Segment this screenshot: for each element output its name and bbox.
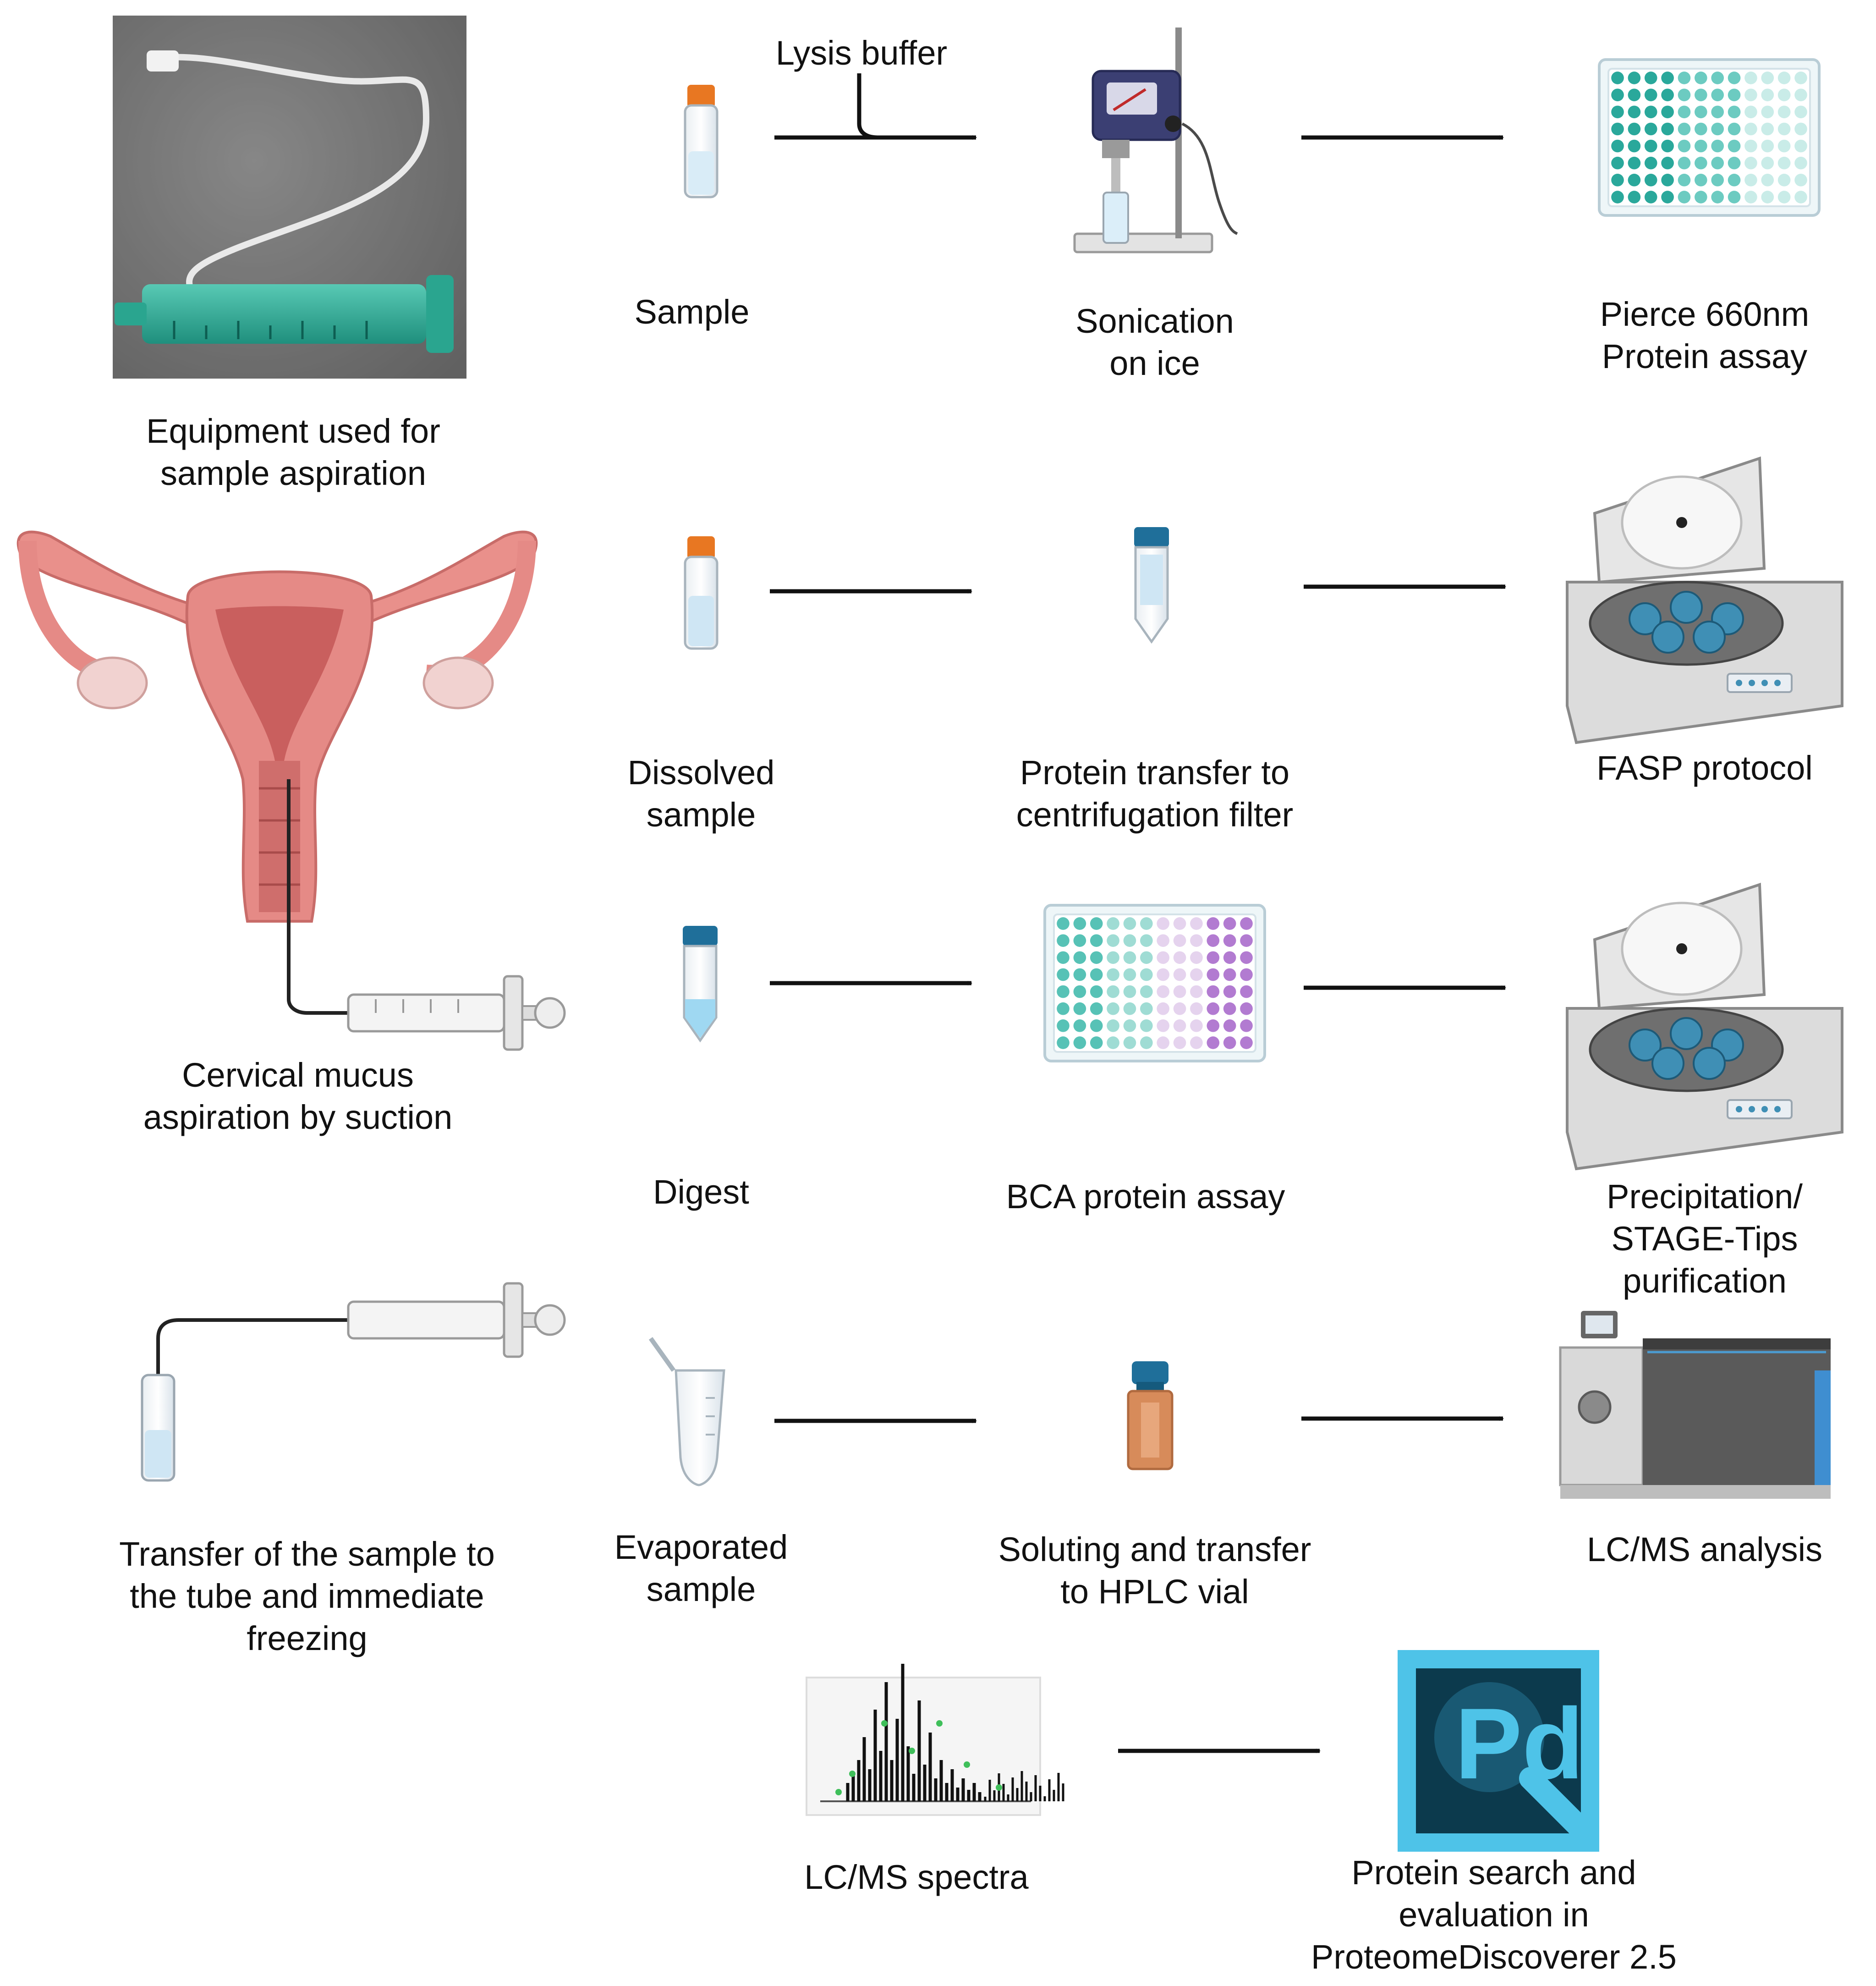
label-lcms-analysis: LC/MS analysis	[1586, 1530, 1823, 1568]
label-evaporated: Evaporated sample	[614, 1528, 788, 1608]
label-dissolved: Dissolved sample	[627, 754, 775, 834]
transfer-illustration	[141, 1282, 566, 1482]
sample-tube-icon	[684, 85, 719, 198]
label-protein-search: Protein search and evaluation in Proteom…	[1311, 1854, 1677, 1976]
label-fasp: FASP protocol	[1596, 749, 1813, 787]
pierce-plate-icon	[1598, 58, 1821, 217]
lcms-instrument-icon	[1559, 1311, 1831, 1499]
hplc-vial-icon	[1127, 1361, 1174, 1470]
label-lysis-buffer: Lysis buffer	[775, 34, 948, 72]
centrifuge-icon-2	[1566, 882, 1843, 1171]
centrifugation-filter-tube-icon	[1134, 527, 1169, 644]
evaporated-sample-tube-icon	[648, 1337, 725, 1486]
label-pierce: Pierce 660nm Protein assay	[1600, 295, 1810, 375]
bca-plate-icon	[1043, 904, 1266, 1062]
label-protein-transfer: Protein transfer to centrifugation filte…	[1016, 754, 1294, 834]
uterus-illustration	[16, 530, 566, 1051]
label-equipment: Equipment used for sample aspiration	[146, 412, 440, 492]
label-sonication: Sonication on ice	[1075, 302, 1234, 382]
lcms-spectra-icon	[806, 1664, 1064, 1816]
lysis-buffer-connector	[857, 73, 878, 140]
pd-logo-text: Pd	[1455, 1687, 1584, 1800]
equipment-photo	[113, 16, 466, 379]
dissolved-sample-tube-icon	[684, 536, 719, 650]
label-transfer-freeze: Transfer of the sample to the tube and i…	[119, 1535, 495, 1657]
arrows	[770, 73, 1506, 1753]
sonicator-icon	[1073, 28, 1238, 253]
label-digest: Digest	[653, 1173, 749, 1211]
label-sample: Sample	[634, 293, 750, 331]
digest-tube-icon	[683, 926, 718, 1043]
centrifuge-icon-1	[1566, 456, 1843, 744]
label-bca: BCA protein assay	[1006, 1177, 1285, 1216]
label-lcms-spectra: LC/MS spectra	[804, 1858, 1029, 1896]
label-cervical: Cervical mucus aspiration by suction	[143, 1056, 453, 1136]
label-soluting: Soluting and transfer to HPLC vial	[998, 1530, 1311, 1611]
proteome-discoverer-logo: Pd	[1398, 1650, 1599, 1852]
label-precipitation: Precipitation/ STAGE-Tips purification	[1607, 1177, 1803, 1300]
